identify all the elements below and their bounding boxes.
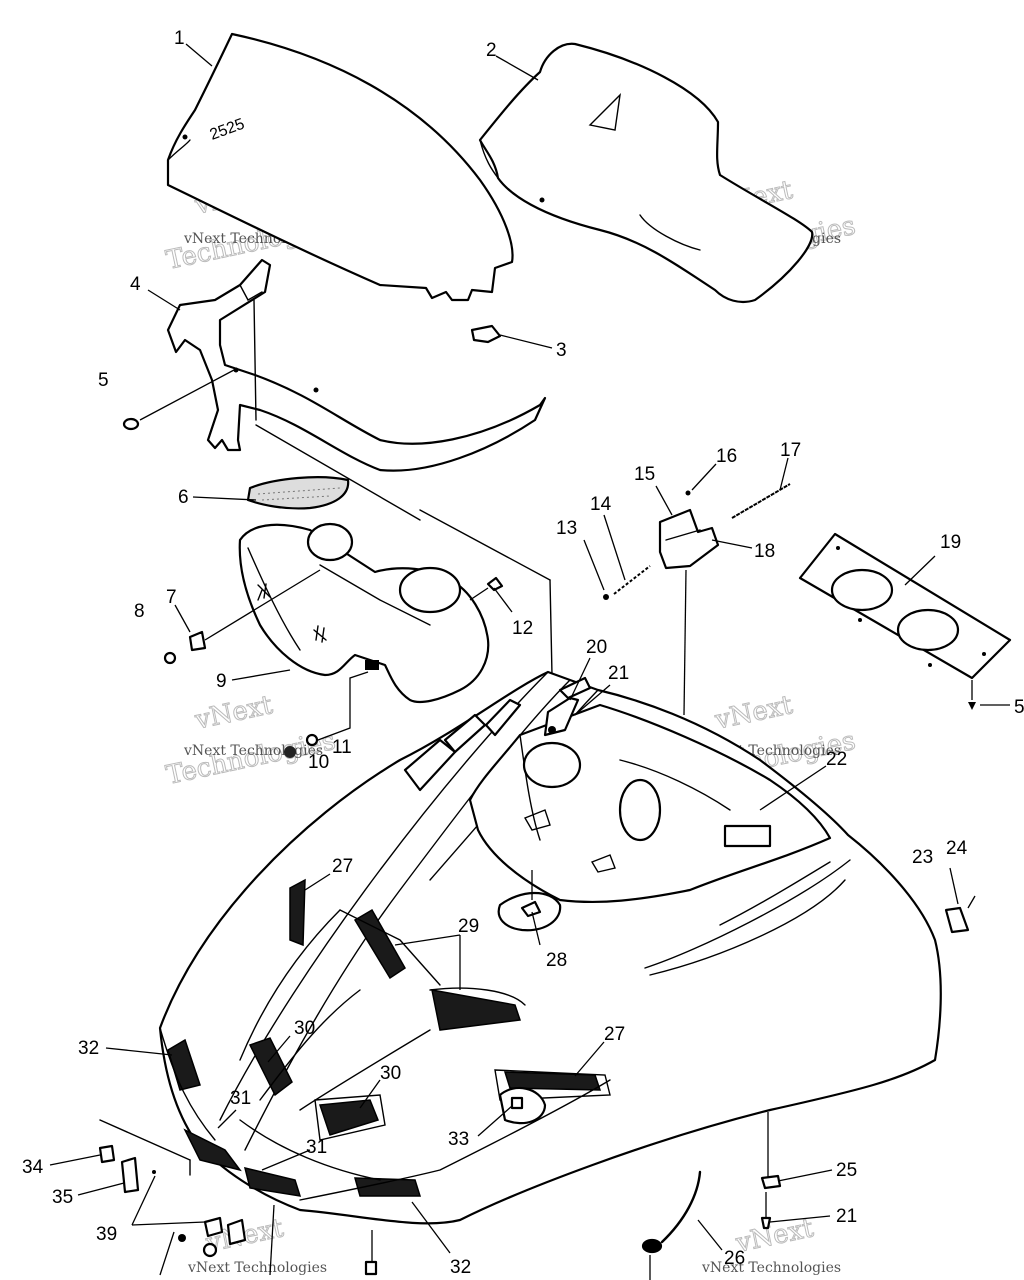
callout-23: 23: [912, 847, 933, 868]
windshield: 2525: [166, 32, 514, 302]
callout-21-bottom: 21: [836, 1206, 857, 1227]
clip-7: [188, 569, 321, 652]
callout-8: 8: [134, 601, 145, 622]
hood-contours: [159, 909, 611, 1201]
callout-13: 13: [556, 518, 577, 539]
washer-11: [305, 671, 369, 747]
washer-10: [284, 746, 296, 758]
callout-17: 17: [780, 440, 801, 461]
bracket-23: [944, 895, 976, 934]
callout-27-lower: 27: [604, 1024, 625, 1045]
vent-grilles: [167, 878, 602, 1197]
callout-32-left: 32: [78, 1038, 99, 1059]
callout-16: 16: [716, 446, 737, 467]
clip-bottom: [364, 1230, 378, 1276]
watermark-bottom-right: vNext: [732, 1213, 817, 1260]
callout-5: 5: [98, 370, 109, 391]
callout-25: 25: [836, 1160, 857, 1181]
callout-7: 7: [166, 587, 177, 608]
callout-14: 14: [590, 494, 612, 515]
watermark-brand: vNext: [712, 690, 796, 736]
hood-cover: [478, 42, 814, 304]
foam-pad: [246, 476, 350, 510]
bracket-assembly: [603, 483, 791, 716]
bracket-34: [98, 1144, 116, 1164]
callout-39: 39: [96, 1224, 117, 1245]
callout-3: 3: [556, 340, 567, 361]
callout-28: 28: [546, 950, 567, 971]
clip-3: [470, 324, 502, 344]
callout-1: 1: [174, 28, 185, 49]
fastener-39: [152, 1170, 247, 1258]
windshield-bracket: [166, 258, 547, 472]
fastener-28: [497, 870, 562, 932]
watermark-text: vNext Technologies: [187, 1260, 327, 1276]
callout-numbers: 1 2 3 4 5 6 7 8 9 10 11 12 13 14 15 16 1…: [22, 28, 1024, 1278]
callout-24: 24: [946, 838, 968, 859]
bolt-12: [469, 576, 504, 601]
callout-15: 15: [634, 464, 655, 485]
gasket-plate: [798, 532, 1012, 710]
nut-8: [163, 651, 177, 665]
callout-22: 22: [826, 749, 847, 770]
callout-12: 12: [512, 618, 533, 639]
callout-5-right: 5: [1014, 697, 1024, 718]
callout-33: 33: [448, 1129, 469, 1150]
callout-20: 20: [586, 637, 607, 658]
callout-30-left: 30: [294, 1018, 315, 1039]
callout-31-upper: 31: [230, 1088, 251, 1109]
watermark-brand: vNext: [192, 690, 276, 736]
cable-26: [641, 1170, 702, 1280]
watermark-text: vNext Technologies: [183, 743, 323, 759]
callout-4: 4: [130, 274, 141, 295]
watermark-text: vNext Technologies: [701, 1260, 841, 1276]
headlight-housing: [238, 522, 490, 704]
main-hood: [158, 670, 942, 1225]
screw-21-bottom: [760, 1192, 772, 1230]
callout-30-right: 30: [380, 1063, 401, 1084]
callout-11: 11: [332, 737, 352, 758]
callout-18: 18: [754, 541, 775, 562]
clip-25: [760, 1112, 782, 1190]
callout-32-bottom: 32: [450, 1257, 471, 1278]
callout-29: 29: [458, 916, 479, 937]
callout-21: 21: [608, 663, 629, 684]
callout-9: 9: [216, 671, 227, 692]
callout-19: 19: [940, 532, 961, 553]
fastener-33: [498, 1086, 547, 1125]
bracket-35: [120, 1156, 140, 1194]
callout-6: 6: [178, 487, 189, 508]
callout-26: 26: [724, 1248, 745, 1269]
callout-10: 10: [308, 752, 329, 773]
callout-34: 34: [22, 1157, 44, 1178]
callout-35: 35: [52, 1187, 73, 1208]
callout-31-lower: 31: [306, 1137, 327, 1158]
watermark-brand: vNext: [733, 1213, 817, 1259]
callout-27-upper: 27: [332, 856, 353, 877]
screw-5: [122, 369, 235, 431]
callout-2: 2: [486, 40, 497, 61]
callout-leaders: [49, 43, 959, 1276]
